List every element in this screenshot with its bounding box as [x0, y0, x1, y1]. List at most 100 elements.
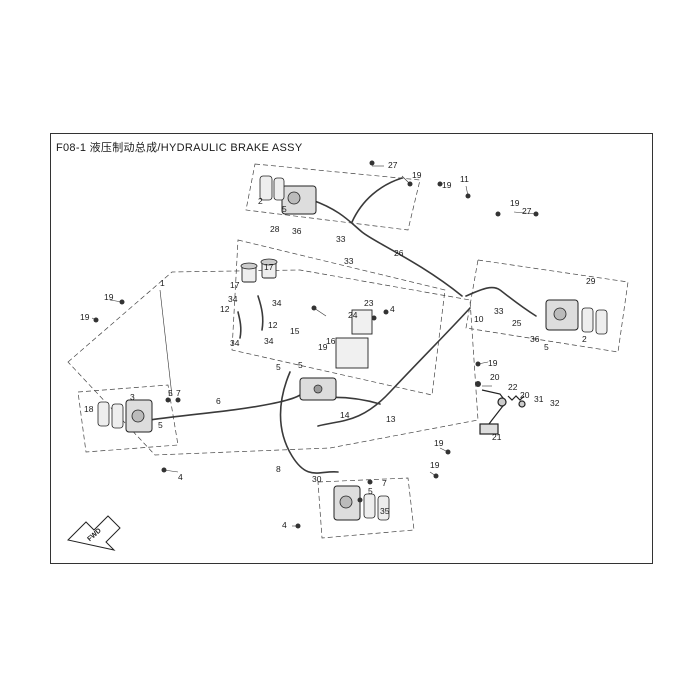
callout-33: 33: [344, 256, 354, 266]
fitting: [313, 384, 323, 394]
callout-labels: 27 19 19 11 19 27 2 5 28 36 33 33 26 29 …: [80, 160, 596, 530]
callout-5: 5: [158, 420, 163, 430]
line-8: [279, 371, 339, 474]
line-26: [311, 199, 463, 297]
callout-36: 36: [292, 226, 302, 236]
brake-pad: [581, 307, 594, 333]
callout-19: 19: [430, 460, 440, 470]
brake-pedal: [479, 389, 526, 435]
callout-36: 36: [530, 334, 540, 344]
callout-2: 2: [582, 334, 587, 344]
diagram-frame: [50, 133, 653, 564]
outline-master-cylinder: [231, 239, 446, 396]
bracket-16: [335, 337, 369, 369]
caliper-piston: [287, 191, 301, 205]
callout-16: 16: [326, 336, 336, 346]
pedal-pad: [479, 423, 499, 435]
callout-10: 10: [474, 314, 484, 324]
hose-12b: [257, 295, 264, 331]
outline-rear-left-caliper: [245, 163, 421, 231]
callout-5: 5: [282, 204, 287, 214]
front-right-caliper: [333, 485, 390, 521]
callout-21: 21: [492, 432, 502, 442]
callout-6: 6: [216, 396, 221, 406]
line-25: [465, 286, 537, 317]
callout-3: 3: [130, 392, 135, 402]
diagram-title: F08-1 液压制动总成/HYDRAULIC BRAKE ASSY: [54, 139, 305, 155]
callout-35: 35: [380, 506, 390, 516]
outline-front-left-caliper: [77, 384, 179, 453]
callout-34: 34: [228, 294, 238, 304]
brake-pad: [595, 309, 608, 335]
callout-4: 4: [178, 472, 183, 482]
callout-19: 19: [104, 292, 114, 302]
callout-31: 31: [534, 394, 544, 404]
callout-20: 20: [490, 372, 500, 382]
brake-lines: [149, 177, 537, 474]
brake-pad: [363, 493, 376, 519]
callout-7: 7: [176, 388, 181, 398]
caliper-piston: [131, 409, 145, 423]
callout-2: 2: [258, 196, 263, 206]
callout-33: 33: [336, 234, 346, 244]
hose-12a: [237, 311, 242, 339]
callout-30: 30: [312, 474, 322, 484]
callout-34: 34: [272, 298, 282, 308]
line-33-rear: [351, 177, 403, 223]
caliper-piston: [553, 307, 567, 321]
fwd-arrow: FWD: [66, 515, 121, 551]
callout-19: 19: [412, 170, 422, 180]
callout-5: 5: [168, 388, 173, 398]
callout-26: 26: [394, 248, 404, 258]
brake-pad: [273, 177, 285, 201]
callout-12: 12: [220, 304, 230, 314]
callout-1: 1: [160, 278, 165, 288]
callout-17: 17: [230, 280, 240, 290]
callout-5: 5: [368, 486, 373, 496]
callout-5: 5: [276, 362, 281, 372]
callout-8: 8: [276, 464, 281, 474]
callout-7: 7: [382, 478, 387, 488]
brake-pad: [111, 403, 124, 429]
callout-34: 34: [230, 338, 240, 348]
callout-18: 18: [84, 404, 94, 414]
rear-right-caliper: [545, 299, 608, 335]
brake-pad: [97, 401, 110, 427]
callout-19: 19: [488, 358, 498, 368]
outline-front-right-caliper: [317, 477, 415, 539]
pedal-arm-21: [481, 389, 507, 429]
rear-left-caliper: [259, 175, 317, 215]
callout-19: 19: [80, 312, 90, 322]
fittings: [93, 160, 539, 529]
fluid-reservoirs: [240, 258, 278, 283]
callout-13: 13: [386, 414, 396, 424]
callout-32: 32: [550, 398, 560, 408]
caliper-piston: [339, 495, 353, 509]
callout-19: 19: [442, 180, 452, 190]
callout-5: 5: [298, 360, 303, 370]
callout-34: 34: [264, 336, 274, 346]
callout-4: 4: [282, 520, 287, 530]
washer-20: [497, 397, 507, 407]
leader-lines: [91, 165, 537, 527]
washer-20: [518, 400, 526, 408]
callout-33: 33: [494, 306, 504, 316]
callout-15: 15: [290, 326, 300, 336]
reservoir-cap: [260, 258, 278, 266]
master-cylinder: [299, 309, 373, 401]
brake-pad: [259, 175, 273, 201]
group-outlines: [67, 163, 629, 539]
outline-main-assembly: [67, 269, 479, 456]
callout-24: 24: [348, 310, 358, 320]
bracket-23: [351, 309, 373, 335]
callout-20: 20: [520, 390, 530, 400]
callout-22: 22: [508, 382, 518, 392]
front-left-caliper: [97, 399, 153, 433]
callout-5: 5: [544, 342, 549, 352]
brake-pad: [377, 495, 390, 521]
callout-29: 29: [586, 276, 596, 286]
callout-17: 17: [264, 262, 274, 272]
callout-27: 27: [522, 206, 532, 216]
callout-25: 25: [512, 318, 522, 328]
